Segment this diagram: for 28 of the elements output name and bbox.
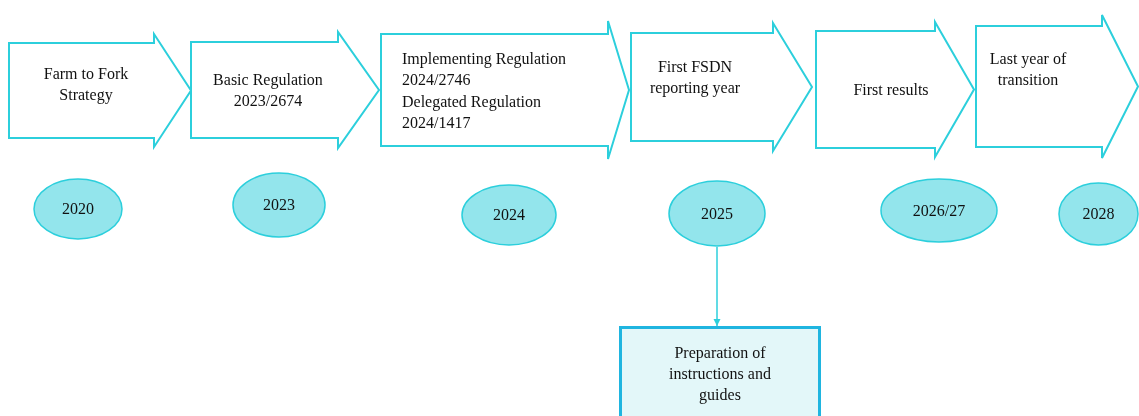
process-text: Preparation of instructions and guides bbox=[668, 343, 772, 405]
year-label: 2026/27 bbox=[911, 200, 967, 221]
year-label: 2025 bbox=[700, 203, 734, 224]
timeline-step-box bbox=[190, 31, 380, 149]
milestone-text: Delegated Regulation 2024/1417 bbox=[402, 92, 543, 133]
milestone-text: First results bbox=[852, 80, 930, 100]
timeline-step-box bbox=[815, 21, 975, 158]
arrow bbox=[713, 246, 721, 327]
milestone-text: Farm to Fork Strategy bbox=[42, 64, 130, 105]
milestone-text: Last year of transition bbox=[989, 49, 1067, 90]
year-label: 2020 bbox=[61, 199, 95, 219]
year-ellipse bbox=[232, 172, 326, 238]
year-ellipse bbox=[668, 180, 766, 247]
process-box bbox=[619, 326, 821, 416]
year-ellipse bbox=[880, 178, 998, 243]
year-ellipse bbox=[1058, 182, 1139, 246]
milestone-text: First FSDN reporting year bbox=[648, 57, 742, 98]
milestone-text: Implementing Regulation 2024/2746 bbox=[402, 49, 567, 90]
year-ellipse bbox=[33, 178, 123, 240]
year-ellipse bbox=[461, 184, 557, 246]
year-label: 2023 bbox=[262, 195, 296, 215]
year-label: 2024 bbox=[492, 205, 526, 225]
year-label: 2028 bbox=[1081, 204, 1116, 224]
timeline-step-box bbox=[8, 33, 192, 148]
timeline-step-box bbox=[380, 20, 630, 160]
timeline-step-box bbox=[630, 22, 813, 152]
milestone-text: Basic Regulation 2023/2674 bbox=[212, 70, 324, 111]
timeline-step-box bbox=[975, 14, 1139, 159]
